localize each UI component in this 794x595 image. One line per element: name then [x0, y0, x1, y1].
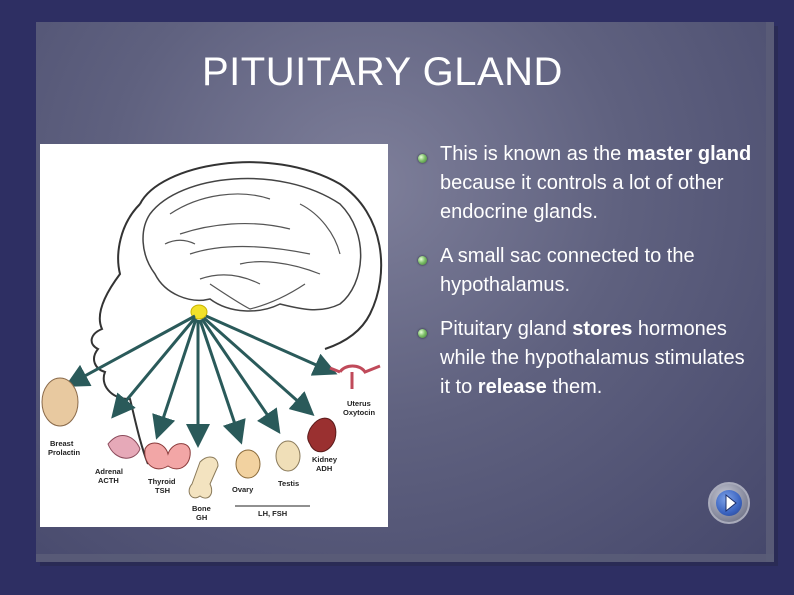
bullet-item: A small sac connected to the hypothalamu…: [412, 242, 752, 300]
pituitary-diagram: Breast Prolactin Adrenal ACTH Thyroid TS…: [40, 144, 388, 527]
bullet-dot-icon: [418, 256, 427, 265]
bullet-text: Pituitary gland stores hormones while th…: [440, 318, 745, 398]
pituitary-gland: [190, 304, 208, 320]
adrenal-organ: [107, 435, 141, 459]
label-prolactin: Prolactin: [48, 448, 81, 457]
kidney-organ: [307, 417, 337, 453]
bullet-dot-icon: [418, 154, 427, 163]
label-testis: Testis: [278, 479, 299, 488]
label-adh: ADH: [316, 464, 332, 473]
bullet-item: This is known as the master gland becaus…: [412, 140, 752, 227]
label-breast: Breast: [50, 439, 74, 448]
label-kidney: Kidney: [312, 455, 338, 464]
slide-edge-right: [766, 22, 774, 562]
breast-organ: [41, 377, 79, 427]
play-arrow-icon: [725, 493, 737, 513]
label-thyroid: Thyroid: [148, 477, 176, 486]
slide-edge-bottom: [36, 554, 774, 562]
ovary-organ: [235, 449, 261, 479]
bullet-item: Pituitary gland stores hormones while th…: [412, 315, 752, 402]
label-oxytocin: Oxytocin: [343, 408, 376, 417]
label-lh-fsh: LH, FSH: [258, 509, 287, 518]
label-bone: Bone: [192, 504, 211, 513]
slide: PITUITARY GLAND: [36, 22, 774, 562]
bullet-list: This is known as the master gland becaus…: [412, 140, 752, 417]
bullet-text: This is known as the master gland becaus…: [440, 143, 752, 223]
label-acth: ACTH: [98, 476, 119, 485]
testis-organ: [275, 440, 301, 472]
uterus-organ: [329, 364, 381, 389]
label-uterus: Uterus: [347, 399, 371, 408]
hormone-arrows: [64, 314, 338, 448]
head-outline: [90, 161, 383, 465]
bullet-dot-icon: [418, 329, 427, 338]
label-ovary: Ovary: [232, 485, 254, 494]
bone-organ: [188, 456, 219, 499]
bullet-text: A small sac connected to the hypothalamu…: [440, 245, 695, 296]
label-gh: GH: [196, 513, 207, 522]
slide-title: PITUITARY GLAND: [202, 50, 563, 94]
next-slide-button[interactable]: [708, 482, 750, 524]
label-tsh: TSH: [155, 486, 170, 495]
label-adrenal: Adrenal: [95, 467, 123, 476]
brain-folds: [142, 177, 362, 312]
pituitary-diagram-svg: Breast Prolactin Adrenal ACTH Thyroid TS…: [41, 161, 383, 522]
thyroid-organ: [144, 442, 191, 470]
